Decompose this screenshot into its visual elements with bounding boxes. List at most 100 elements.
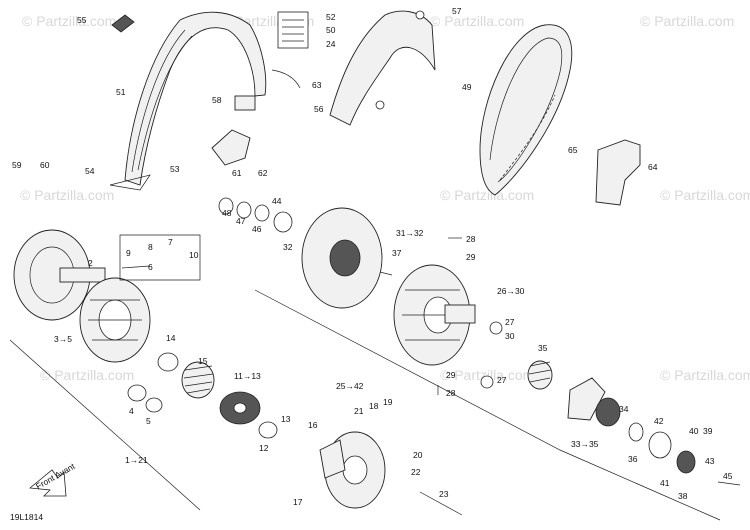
decal-part[interactable] [277, 11, 309, 49]
drive-belt-part[interactable] [479, 24, 573, 196]
cam-part[interactable] [567, 377, 621, 427]
callout-label: 56 [314, 104, 324, 114]
callout-label: 27 [497, 375, 507, 385]
driven-fixed-sheave-part[interactable] [301, 207, 383, 309]
callout-label: 29 [446, 370, 456, 380]
callout-label: 41 [660, 478, 670, 488]
callout-label: 58 [212, 95, 222, 105]
cover-part[interactable] [319, 431, 386, 509]
callout-label: 34 [619, 404, 629, 414]
callout-label: 50 [326, 25, 336, 35]
callout-label: 29 [466, 252, 476, 262]
callout-label: 44 [272, 196, 282, 206]
callout-label: 13 [281, 414, 291, 424]
watermarks: © Partzilla.com © Partzilla.com © Partzi… [20, 13, 750, 383]
callout-label: 53 [170, 164, 180, 174]
callout-label: 33→35 [571, 439, 599, 449]
callout-label: 42 [654, 416, 664, 426]
callout-label: 36 [628, 454, 638, 464]
watermark-text: © Partzilla.com [660, 187, 750, 203]
callout-label: 61 [232, 168, 242, 178]
washer-part[interactable] [218, 197, 696, 474]
callout-label: 2 [88, 258, 93, 268]
callout-label: 39 [703, 426, 713, 436]
callout-label: 49 [462, 82, 472, 92]
callout-label: 6 [148, 262, 153, 272]
callout-label: 21 [354, 406, 364, 416]
spring-part[interactable] [181, 361, 215, 399]
callout-label: 19 [383, 397, 393, 407]
callout-label: 4 [129, 406, 134, 416]
callout-label: 63 [312, 80, 322, 90]
callout-label: 54 [85, 166, 95, 176]
guard-handle-part[interactable] [111, 14, 135, 33]
front-direction-indicator: Front Avant [28, 461, 77, 497]
inner-cover-part[interactable] [329, 10, 436, 126]
callout-label: 10 [189, 250, 199, 260]
callout-label: 5 [146, 416, 151, 426]
callout-label: 57 [452, 6, 462, 16]
clip-part[interactable] [271, 69, 301, 89]
support-bracket-part[interactable] [595, 139, 641, 206]
diagram-code: 19L1814 [10, 512, 43, 522]
movable-sheave-part[interactable] [79, 277, 151, 363]
callout-label: 24 [326, 39, 336, 49]
callout-label: 52 [326, 12, 336, 22]
callout-label: 27 [505, 317, 515, 327]
assembly-boundary-lines [9, 234, 721, 521]
callout-label: 17 [293, 497, 303, 507]
watermark-text: © Partzilla.com [440, 187, 534, 203]
watermark-text: © Partzilla.com [40, 367, 134, 383]
watermark-text: © Partzilla.com [20, 187, 114, 203]
callout-label: 38 [678, 491, 688, 501]
callout-label: 47 [236, 216, 246, 226]
bushing-part[interactable] [127, 352, 278, 439]
driven-movable-sheave-part[interactable] [393, 264, 476, 366]
callout-label: 48 [222, 208, 232, 218]
watermark-text: © Partzilla.com [640, 13, 734, 29]
callout-label: 14 [166, 333, 176, 343]
bolts-part[interactable] [121, 237, 741, 516]
driven-spring-part[interactable] [527, 360, 553, 390]
callout-label: 45 [723, 471, 733, 481]
callout-label: 12 [259, 443, 269, 453]
callout-label: 46 [252, 224, 262, 234]
callout-label: 43 [705, 456, 715, 466]
belt-guard-part[interactable] [109, 11, 267, 191]
callout-label: 20 [413, 450, 423, 460]
callout-label: 65 [568, 145, 578, 155]
fixed-sheave-part[interactable] [13, 229, 106, 321]
callout-label: 23 [439, 489, 449, 499]
callout-label: 64 [648, 162, 658, 172]
callout-label: 28 [466, 234, 476, 244]
callout-label: 7 [168, 237, 173, 247]
callout-label: 37 [392, 248, 402, 258]
callout-label: 55 [77, 15, 87, 25]
callout-label: 32 [283, 242, 293, 252]
spider-part[interactable] [219, 391, 261, 425]
callout-label: 15 [198, 356, 208, 366]
callout-label: 30 [505, 331, 515, 341]
callout-label: 59 [12, 160, 22, 170]
callout-label: 11→13 [234, 371, 261, 381]
callout-label: 18 [369, 401, 379, 411]
callout-label: 51 [116, 87, 126, 97]
callout-label: 40 [689, 426, 699, 436]
callout-label: 35 [538, 343, 548, 353]
watermark-text: © Partzilla.com [660, 367, 750, 383]
callout-label: 3→5 [54, 334, 72, 344]
callout-label: 1→21 [125, 455, 148, 465]
callout-label: 22 [411, 467, 421, 477]
callout-label: 31→32 [396, 228, 424, 238]
callout-label: 25→42 [336, 381, 364, 391]
watermark-text: © Partzilla.com [430, 13, 524, 29]
callout-label: 26→30 [497, 286, 525, 296]
callout-label: 16 [308, 420, 318, 430]
callout-label: 28 [446, 388, 456, 398]
bracket-plate-part[interactable] [211, 95, 256, 166]
callout-label: 62 [258, 168, 268, 178]
watermark-text: © Partzilla.com [22, 13, 116, 29]
callout-label: 9 [126, 248, 131, 258]
